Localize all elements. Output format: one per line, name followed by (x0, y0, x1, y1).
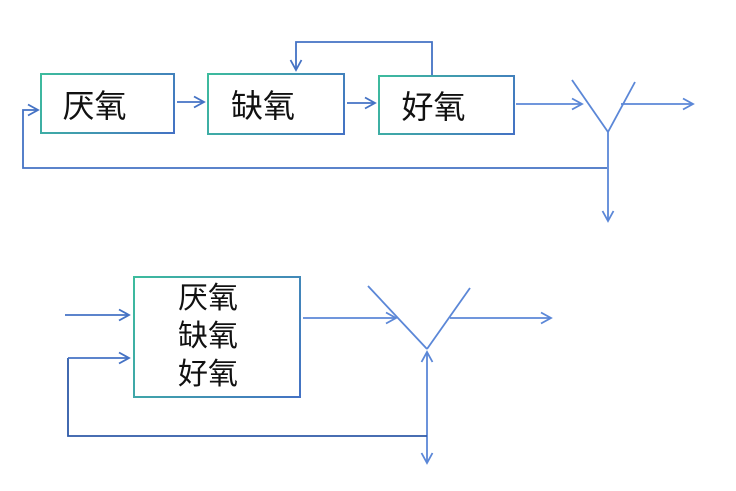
clarifier-left-branch (367, 285, 428, 350)
anaerobic-box-label: 厌氧 (62, 87, 127, 124)
combined-process-box: 厌氧 缺氧 好氧 (133, 276, 301, 398)
anoxic-box-label: 缺氧 (230, 88, 295, 124)
top-process-train (22, 41, 695, 223)
clarifier-right-branch (426, 287, 471, 350)
clarifier-symbol-bottom (367, 285, 471, 350)
internal-recycle-line (289, 41, 433, 75)
clarifier-right-branch (607, 81, 636, 133)
combined-box-line-anoxic: 缺氧 (178, 320, 238, 353)
sludge-return-line-bottom (67, 358, 427, 437)
aerobic-box: 好氧 (378, 75, 515, 135)
anoxic-box: 缺氧 (207, 73, 345, 135)
sludge-return-line-top (22, 103, 607, 169)
bottom-process-train (65, 285, 553, 465)
clarifier-symbol-top (571, 79, 636, 133)
aerobic-box-label: 好氧 (401, 89, 466, 125)
combined-box-line-aerobic: 好氧 (178, 358, 238, 391)
clarifier-left-branch (571, 79, 609, 133)
combined-box-line-anaerobic: 厌氧 (178, 282, 238, 315)
anaerobic-box: 厌氧 (40, 73, 175, 134)
